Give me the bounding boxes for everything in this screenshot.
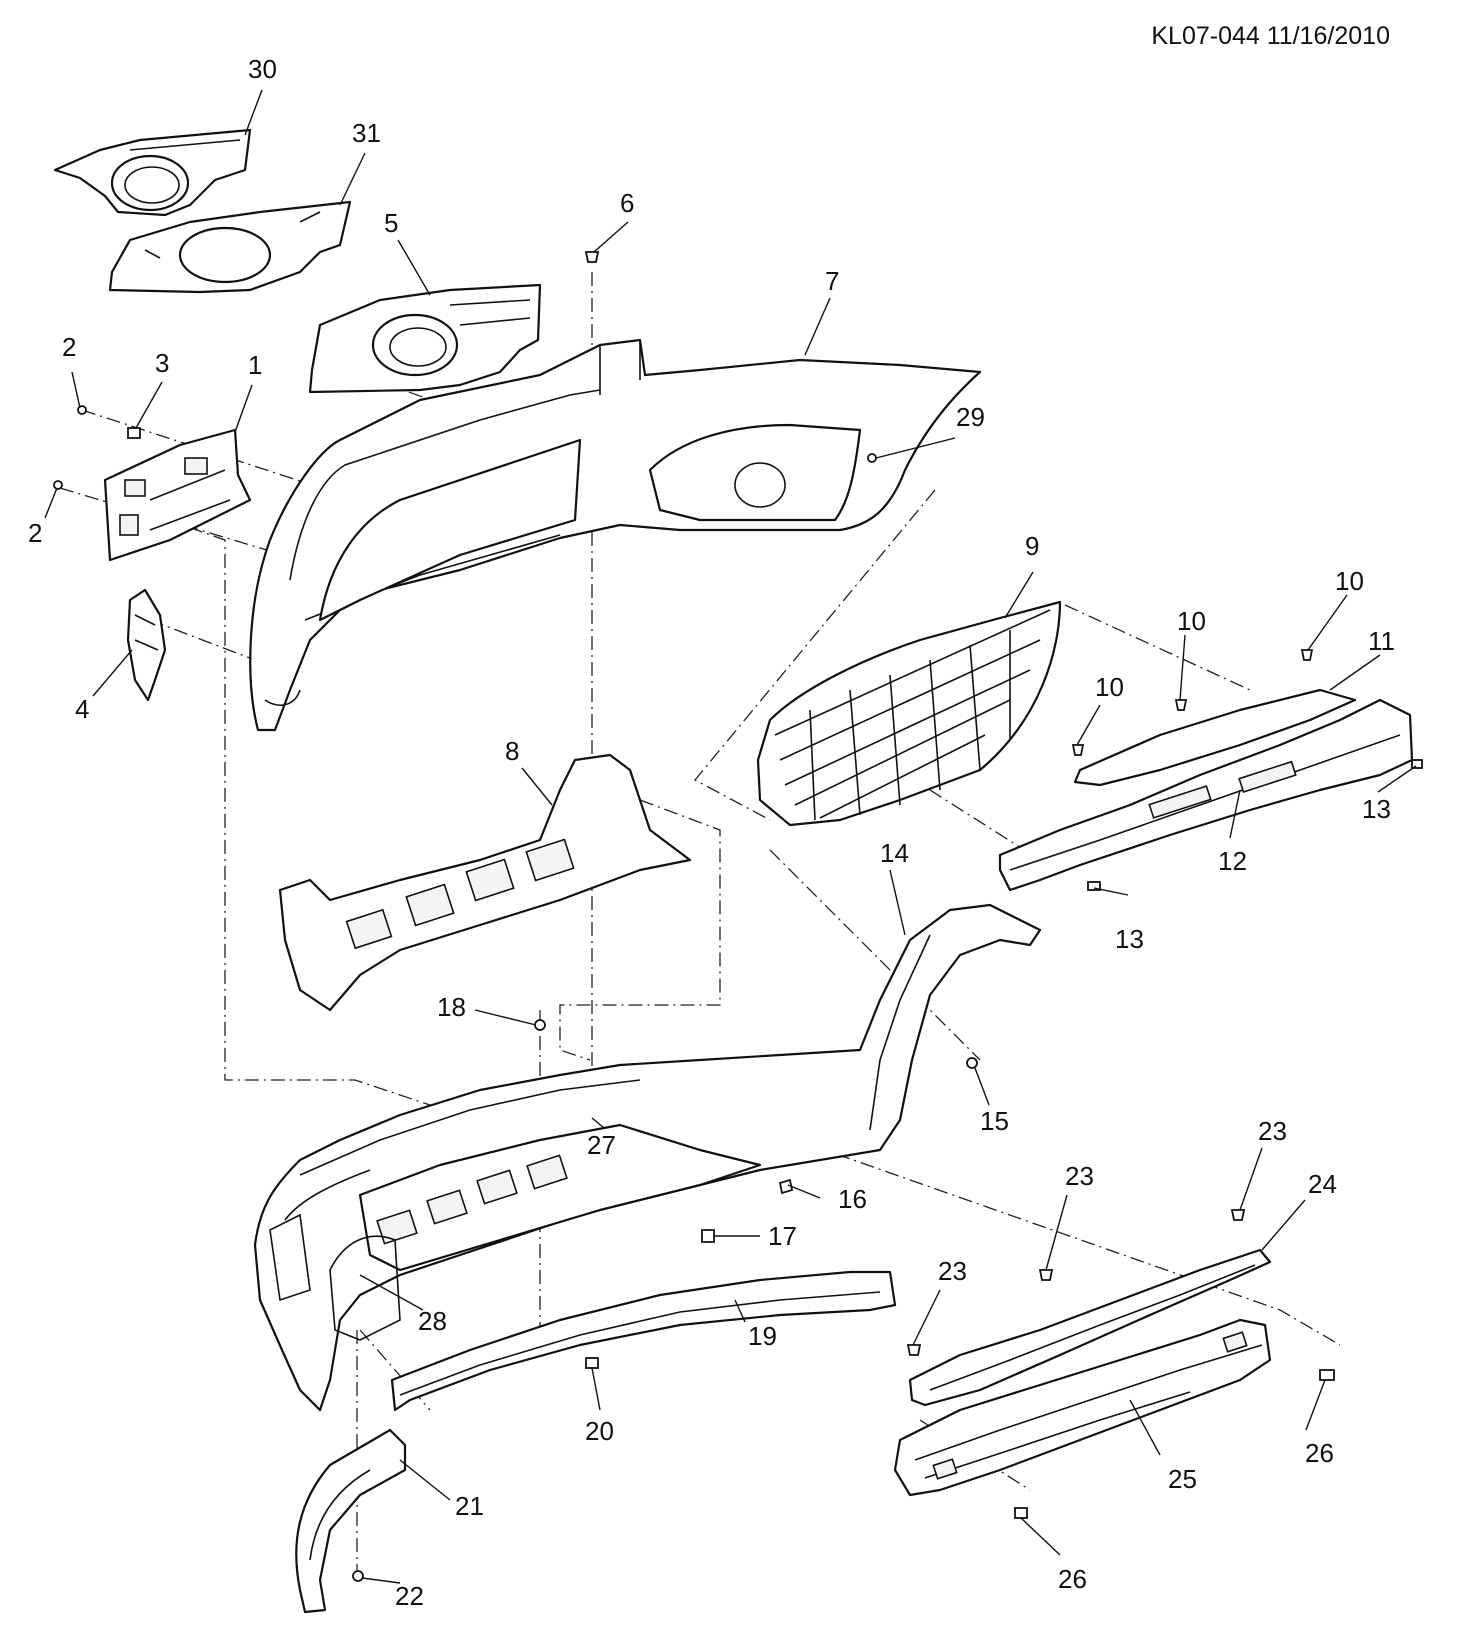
- part-9-grille: [756, 600, 1062, 827]
- callout-5: 5: [384, 208, 398, 238]
- callout-23-middle: 23: [1065, 1161, 1094, 1191]
- part-30-fog-lamp-bezel: [53, 128, 252, 217]
- callout-29: 29: [956, 402, 985, 432]
- callout-9: 9: [1025, 531, 1039, 561]
- callout-16: 16: [838, 1184, 867, 1214]
- clip-13-right: [1411, 759, 1423, 769]
- callout-15: 15: [980, 1106, 1009, 1136]
- fastener-6: [584, 251, 600, 263]
- callout-28: 28: [418, 1306, 447, 1336]
- part-21-corner-extension: [295, 1428, 407, 1614]
- callout-2-lower: 2: [28, 518, 42, 548]
- fastener-10-a: [1300, 649, 1314, 661]
- callout-4: 4: [75, 694, 89, 724]
- callout-23-left: 23: [938, 1256, 967, 1286]
- callout-23-right: 23: [1258, 1116, 1287, 1146]
- clip-13-lower: [1087, 881, 1101, 891]
- fastener-23-a: [1230, 1209, 1246, 1221]
- fastener-3: [127, 427, 141, 439]
- part-11-absorber-retainer: [1073, 688, 1357, 787]
- callout-8: 8: [505, 736, 519, 766]
- part-31-fog-lamp-bracket: [108, 200, 352, 294]
- clip-20: [585, 1357, 599, 1369]
- fastener-23-c: [906, 1344, 922, 1356]
- callout-11: 11: [1368, 626, 1395, 656]
- part-7-front-fascia-upper: [249, 338, 982, 732]
- part-25-impact-bar: [893, 1318, 1272, 1497]
- callout-27: 27: [587, 1130, 616, 1160]
- clip-26-right: [1319, 1369, 1335, 1381]
- part-24-impact-bar-retainer: [908, 1248, 1272, 1407]
- callout-7: 7: [825, 266, 839, 296]
- callout-31: 31: [352, 118, 381, 148]
- callout-13-lower: 13: [1115, 924, 1144, 954]
- leader-lines: [44, 89, 1417, 1584]
- callout-2-upper: 2: [62, 332, 76, 362]
- fastener-22: [352, 1570, 364, 1582]
- part-8-air-deflector: [278, 753, 692, 1012]
- callout-22: 22: [395, 1581, 424, 1611]
- part-1-fascia-bracket: [103, 428, 252, 562]
- fastener-10-b: [1174, 699, 1188, 711]
- callout-18: 18: [437, 992, 466, 1022]
- clip-26-lower: [1014, 1507, 1028, 1519]
- callout-17: 17: [768, 1221, 797, 1251]
- callout-25: 25: [1168, 1464, 1197, 1494]
- fastener-18: [534, 1019, 546, 1031]
- nut-15: [966, 1057, 978, 1069]
- part-5-fog-lamp-bezel: [308, 283, 542, 394]
- callout-21: 21: [455, 1491, 484, 1521]
- fastener-23-b: [1038, 1269, 1054, 1281]
- clip-29: [867, 453, 877, 463]
- callout-24: 24: [1308, 1169, 1337, 1199]
- callout-12: 12: [1218, 846, 1247, 876]
- callout-6: 6: [620, 188, 634, 218]
- part-19-lower-valance: [390, 1270, 897, 1412]
- callout-26-right: 26: [1305, 1438, 1334, 1468]
- part-4-side-bracket: [126, 588, 167, 702]
- callout-19: 19: [748, 1321, 777, 1351]
- callout-20: 20: [585, 1416, 614, 1446]
- part-12-energy-absorber: [998, 698, 1414, 892]
- callout-10-middle: 10: [1177, 606, 1206, 636]
- callout-26-lower: 26: [1058, 1564, 1087, 1594]
- document-id-date: KL07-044 11/16/2010: [1151, 22, 1390, 50]
- callout-14: 14: [880, 838, 909, 868]
- callout-10-left: 10: [1095, 672, 1124, 702]
- fastener-10-c: [1071, 744, 1085, 756]
- clip-17: [701, 1229, 715, 1243]
- callout-10-right: 10: [1335, 566, 1364, 596]
- nut-16: [778, 1178, 794, 1195]
- callout-1: 1: [248, 350, 262, 380]
- part-14-front-fascia-lower: [253, 903, 1042, 1412]
- fastener-2-lower: [53, 480, 63, 490]
- callout-3: 3: [155, 348, 169, 378]
- callout-13-right: 13: [1362, 794, 1391, 824]
- callout-30: 30: [248, 54, 277, 84]
- callout-labels: 30 31 5 6 7 2 3 1 2 29 4 9 10 10 10 11 1…: [28, 54, 1395, 1611]
